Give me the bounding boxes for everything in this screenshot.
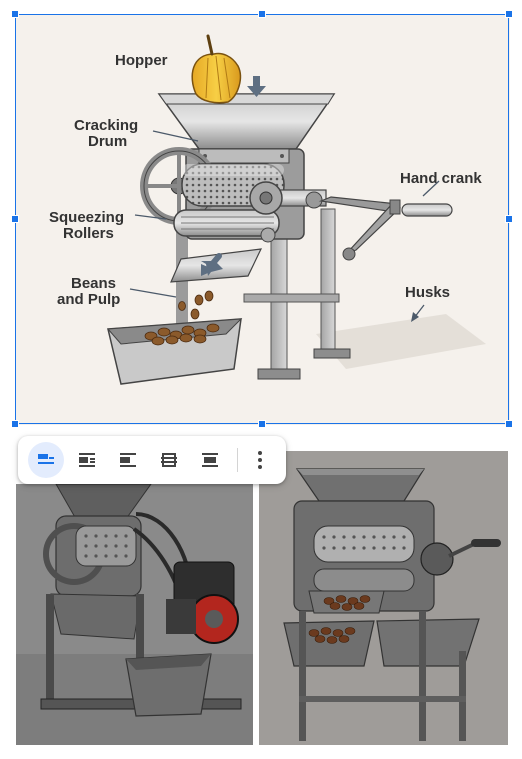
wrap-text-icon bbox=[79, 453, 95, 467]
label-cracking-drum-line1: Cracking bbox=[74, 117, 138, 134]
resize-handle-bottom-center[interactable] bbox=[258, 420, 266, 428]
label-beans-and-pulp-line2: and Pulp bbox=[57, 291, 120, 308]
resize-handle-top-center[interactable] bbox=[258, 10, 266, 18]
more-options-icon bbox=[258, 451, 262, 469]
label-squeezing-rollers-line1: Squeezing bbox=[49, 209, 124, 226]
resize-handle-middle-right[interactable] bbox=[505, 215, 513, 223]
cocoa-machine-illustration[interactable]: Hopper Cracking Drum Squeezing Rollers B… bbox=[16, 14, 510, 425]
manual-machine-photo[interactable] bbox=[259, 451, 508, 745]
wrap-inline-icon bbox=[38, 454, 54, 464]
motorized-machine-photo[interactable] bbox=[16, 484, 253, 745]
manual-machine-drawing bbox=[259, 451, 508, 745]
inline-wrap-button[interactable] bbox=[28, 442, 64, 478]
motorized-machine-drawing bbox=[16, 484, 253, 745]
in-front-of-text-icon bbox=[202, 453, 218, 467]
label-cracking-drum-line2: Drum bbox=[88, 133, 127, 150]
break-text-icon bbox=[120, 453, 136, 467]
in-front-of-text-button[interactable] bbox=[192, 442, 228, 478]
label-beans-and-pulp-line1: Beans bbox=[71, 275, 116, 292]
label-hand-crank: Hand crank bbox=[400, 170, 482, 187]
resize-handle-top-left[interactable] bbox=[11, 10, 19, 18]
toolbar-divider bbox=[237, 448, 238, 472]
wrap-text-button[interactable] bbox=[69, 442, 105, 478]
behind-text-button[interactable] bbox=[151, 442, 187, 478]
label-hopper: Hopper bbox=[115, 52, 168, 69]
resize-handle-bottom-right[interactable] bbox=[505, 420, 513, 428]
resize-handle-middle-left[interactable] bbox=[11, 215, 19, 223]
break-text-button[interactable] bbox=[110, 442, 146, 478]
illustration-drawing: Hopper Cracking Drum Squeezing Rollers B… bbox=[49, 34, 486, 385]
image-options-toolbar bbox=[18, 436, 286, 484]
resize-handle-top-right[interactable] bbox=[505, 10, 513, 18]
behind-text-icon bbox=[161, 453, 177, 467]
label-squeezing-rollers-line2: Rollers bbox=[63, 225, 114, 242]
more-options-button[interactable] bbox=[248, 442, 272, 478]
label-husks: Husks bbox=[405, 284, 450, 301]
resize-handle-bottom-left[interactable] bbox=[11, 420, 19, 428]
